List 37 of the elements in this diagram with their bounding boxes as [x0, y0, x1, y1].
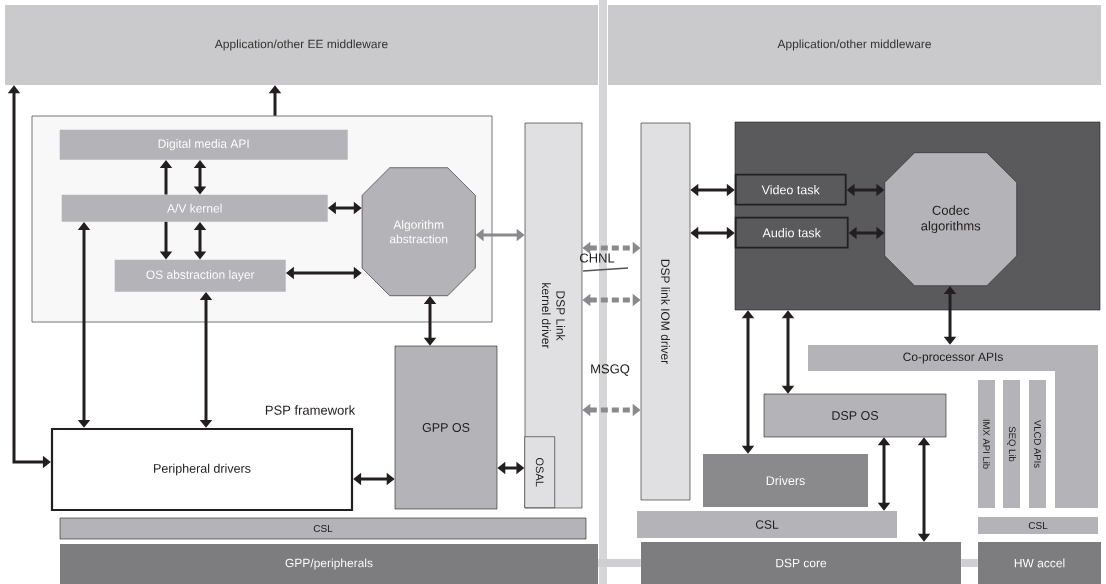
arrow — [781, 310, 795, 394]
arrow — [582, 403, 641, 417]
layer-box: A/V kernel — [61, 194, 328, 222]
hardware-bar: GPP/peripherals — [60, 544, 598, 584]
middleware-band: Application/other middleware — [608, 5, 1101, 85]
arrow — [582, 241, 641, 255]
task-box: Video task — [734, 173, 847, 206]
os-box: GPP OS — [394, 345, 498, 510]
vertical-box: OSAL — [524, 436, 555, 508]
arrow — [582, 293, 641, 307]
arrow — [741, 310, 755, 454]
driver-box: Peripheral drivers — [50, 427, 354, 512]
vertical-box: DSP link IOM driver — [640, 122, 691, 501]
api-column — [1055, 370, 1098, 508]
driver-box: Drivers — [703, 454, 868, 507]
api-bar: Co-processor APIs — [808, 345, 1098, 371]
layer-box: OS abstraction layer — [114, 259, 286, 292]
arrow — [877, 437, 891, 511]
layer-bar: CSL — [59, 517, 587, 540]
middleware-band: Application/other EE middleware — [5, 5, 598, 85]
arrow — [423, 296, 437, 346]
library-column: SEQ Lib — [1003, 380, 1020, 508]
layer-bar: CSL — [978, 517, 1098, 534]
library-column: VLCD APIs — [1029, 380, 1046, 508]
task-box: Audio task — [734, 216, 849, 249]
os-box: DSP OS — [763, 393, 947, 438]
arrow — [917, 437, 931, 542]
arrow — [943, 286, 957, 345]
arrow — [690, 226, 735, 240]
layer-box: Digital media API — [59, 129, 348, 160]
layer-bar: CSL — [637, 511, 897, 538]
hardware-bar: DSP core — [641, 542, 961, 584]
text-label: PSP framework — [265, 405, 356, 415]
library-column: IMX API Lib — [978, 380, 995, 508]
hardware-bar: HW accel — [978, 542, 1101, 584]
arrow — [690, 183, 735, 197]
arrow — [353, 472, 395, 486]
